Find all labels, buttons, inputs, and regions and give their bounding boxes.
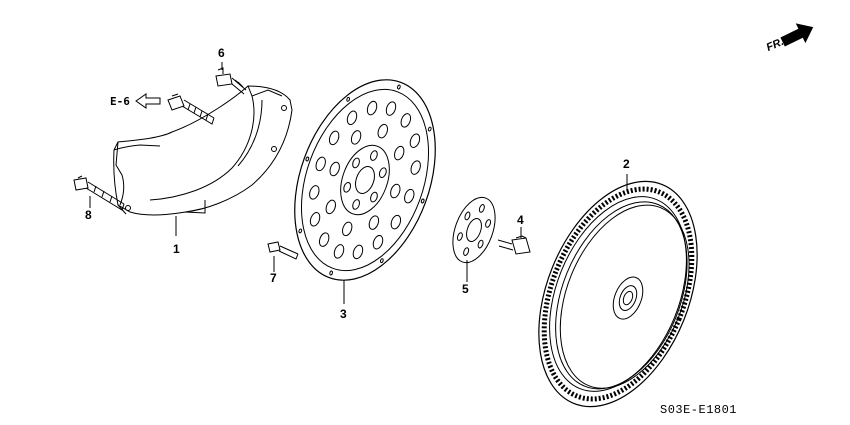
drive-plate-outer-holes (288, 84, 441, 275)
reference-label: E-6 (110, 95, 130, 108)
callout-3: 3 (340, 307, 347, 321)
callout-8: 8 (85, 208, 92, 222)
bolt-reference (168, 94, 214, 124)
bolt-4 (498, 236, 530, 254)
callout-4: 4 (517, 213, 524, 227)
drive-plate-cover (114, 86, 292, 215)
bolt-7 (268, 242, 298, 259)
callout-7: 7 (270, 271, 277, 285)
callout-6: 6 (218, 46, 225, 60)
washer-plate (445, 192, 503, 269)
drive-plate (269, 60, 461, 300)
drive-plate-rim-holes (272, 64, 459, 297)
drive-plate-hub-holes (338, 145, 392, 215)
bolt-6 (216, 68, 246, 94)
callout-1: 1 (173, 242, 180, 256)
callout-5: 5 (462, 282, 469, 296)
leader-lines (90, 62, 627, 304)
reference-arrow-icon (136, 94, 160, 108)
diagram-code: S03E-E1801 (660, 403, 738, 417)
front-direction-arrow-icon (780, 23, 814, 47)
torque-converter (508, 158, 728, 425)
bolt-8 (74, 176, 124, 210)
callout-2: 2 (623, 157, 630, 171)
drive-plate-inner-holes (310, 112, 419, 248)
